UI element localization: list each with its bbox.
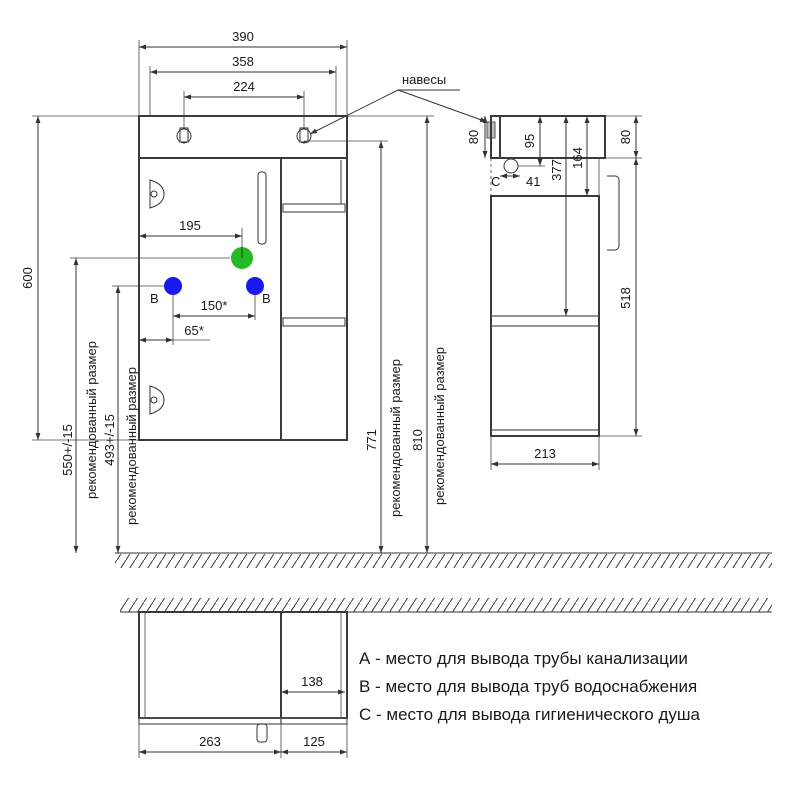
rec-771-label: рекомендованный размер <box>388 359 403 517</box>
marker-b-left <box>164 277 182 295</box>
dim-height: 600 <box>20 267 35 289</box>
door-handle-icon <box>257 171 267 245</box>
dim-b-offset: 65* <box>184 323 204 338</box>
dim-rec-493: 493+/-15 <box>102 414 117 466</box>
door-hinge-bottom-icon <box>149 385 165 415</box>
dim-side-80-left: 80 <box>466 130 481 144</box>
dim-inner-width: 358 <box>232 54 254 69</box>
marker-b-left-label: В <box>150 291 159 306</box>
dim-hinge-spacing: 224 <box>233 79 255 94</box>
marker-b-right <box>246 277 264 295</box>
dim-a-offset: 195 <box>179 218 201 233</box>
marker-c-label: С <box>491 174 500 189</box>
hinge-left-icon <box>176 127 192 144</box>
dim-side-95: 95 <box>522 134 537 148</box>
marker-c <box>503 158 519 174</box>
legend-a: А - место для вывода трубы канализации <box>359 649 688 668</box>
rec-493-label: рекомендованный размер <box>124 367 139 525</box>
dim-rec-771: 771 <box>364 429 379 451</box>
hinge-right-icon <box>296 127 312 144</box>
side-view: С 80 95 41 377 164 80 518 213 <box>466 115 642 470</box>
dim-plan-138: 138 <box>301 674 323 689</box>
legend: А - место для вывода трубы канализации В… <box>359 649 701 724</box>
dim-side-518: 518 <box>618 287 633 309</box>
dim-side-depth: 213 <box>534 446 556 461</box>
dim-plan-263: 263 <box>199 734 221 749</box>
dim-b-spacing: 150* <box>201 298 228 313</box>
side-handle-icon <box>607 175 620 251</box>
dim-rec-550: 550+/-15 <box>60 424 75 476</box>
front-view: 390 358 224 навесы <box>20 29 488 553</box>
plan-handle-icon <box>256 723 268 743</box>
dim-rec-810: 810 <box>410 429 425 451</box>
legend-c: С - место для вывода гигиенического душа <box>359 705 701 724</box>
rec-810-label: рекомендованный размер <box>432 347 447 505</box>
legend-b: В - место для вывода труб водоснабжения <box>359 677 697 696</box>
door-hinge-top-icon <box>149 179 165 209</box>
plan-view: 138 263 125 <box>120 598 772 758</box>
dim-side-377: 377 <box>549 159 564 181</box>
hinges-label: навесы <box>402 72 446 87</box>
dim-plan-125: 125 <box>303 734 325 749</box>
dim-side-164: 164 <box>570 147 585 169</box>
dim-front-width: 390 <box>232 29 254 44</box>
dim-side-41: 41 <box>526 174 540 189</box>
dim-side-80-right: 80 <box>618 130 633 144</box>
floor-line <box>115 552 772 568</box>
rec-550-label: рекомендованный размер <box>84 341 99 499</box>
marker-b-right-label: В <box>262 291 271 306</box>
